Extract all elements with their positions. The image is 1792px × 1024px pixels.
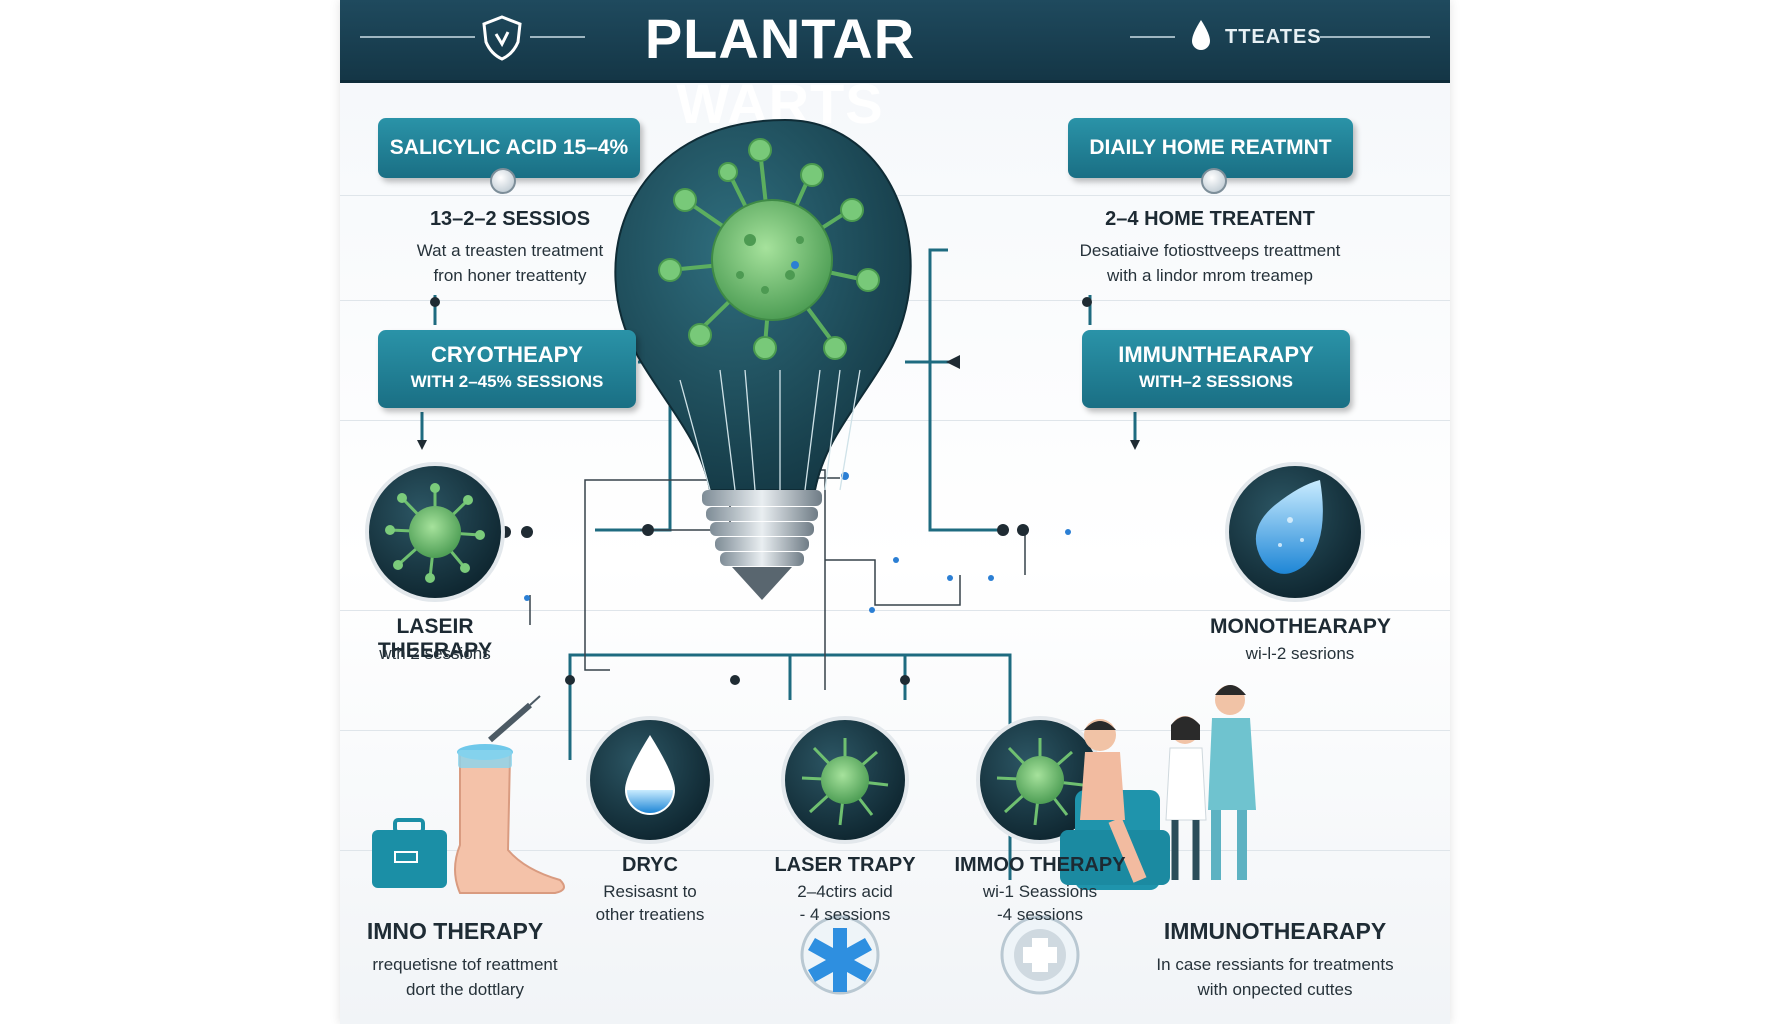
immunotherapy-label: IMMUNTHEARAPY WITH–2 SESSIONS bbox=[1082, 330, 1350, 408]
right-desc-2: with a lindor mrom treamep bbox=[1107, 266, 1313, 285]
bottom-item-heading: DRYC bbox=[622, 854, 678, 876]
guide-line bbox=[340, 730, 1450, 731]
guide-line bbox=[340, 850, 1450, 851]
right-heading: 2–4 HOME TREATENT bbox=[1105, 208, 1315, 230]
immunotherapy-subtitle: WITH–2 SESSIONS bbox=[1139, 372, 1293, 391]
cryotherapy-subtitle: WITH 2–45% SESSIONS bbox=[410, 372, 604, 391]
foot-syringe-icon bbox=[372, 695, 565, 894]
salicylic-acid-label: SALICYLIC ACID 15–4% bbox=[378, 118, 640, 178]
connector-diagram bbox=[365, 118, 1365, 995]
left-desc-1: Wat a treasten treatment bbox=[416, 241, 604, 260]
imno-therapy-desc-1: rrequetisne tof reattment bbox=[372, 955, 558, 974]
bottom-item-heading: LASER TRAPY bbox=[774, 854, 916, 876]
laser-therapy-desc: wth 2 sessions bbox=[379, 644, 491, 663]
right-desc-1: Desatiaive fotiosttveeps treattment bbox=[1079, 241, 1341, 260]
droplet-icon bbox=[1192, 20, 1210, 50]
doctor-patient-icon bbox=[1060, 685, 1256, 890]
header-banner: PLANTAR WARTS TTEATES bbox=[340, 0, 1450, 135]
virus-icon bbox=[781, 716, 909, 844]
connector-knob bbox=[1201, 168, 1227, 194]
imno-therapy-heading: IMNO THERAPY bbox=[366, 918, 544, 944]
monotherapy-desc: wi-l-2 sesrions bbox=[1245, 644, 1355, 663]
water-drop-icon bbox=[586, 716, 714, 844]
guide-line bbox=[340, 420, 1450, 421]
header-rule bbox=[1130, 36, 1175, 38]
immunotherapy-bottom-desc-1: In case ressiants for treatments bbox=[1156, 955, 1394, 974]
water-drop-icon bbox=[1225, 462, 1365, 602]
virus-icon bbox=[365, 462, 505, 602]
header-rule bbox=[1320, 36, 1430, 38]
shield-icon bbox=[482, 15, 522, 61]
bottom-item-desc-2: -4 sessions bbox=[997, 905, 1083, 924]
medical-star-icon bbox=[800, 915, 880, 995]
connector-knob bbox=[490, 168, 516, 194]
immunotherapy-bottom-heading: IMMUNOTHEARAPY bbox=[1163, 918, 1387, 944]
bottom-item-desc-1: 2–4ctirs acid bbox=[797, 882, 893, 901]
cryotherapy-label: CRYOTHEAPY WITH 2–45% SESSIONS bbox=[378, 330, 636, 408]
immunotherapy-bottom-desc-2: with onpected cuttes bbox=[1197, 980, 1353, 999]
cryotherapy-title: CRYOTHEAPY bbox=[431, 342, 583, 367]
guide-line bbox=[340, 610, 1450, 611]
plus-badge-icon bbox=[1000, 915, 1080, 995]
daily-home-treatment-label: DIAILY HOME REATMNT bbox=[1068, 118, 1353, 178]
lightbulb-virus-icon bbox=[614, 118, 912, 600]
bottom-item-desc-1: Resisasnt to bbox=[603, 882, 697, 901]
header-subtitle: TTEATES bbox=[1225, 26, 1322, 48]
monotherapy-heading: MONOTHEARAPY bbox=[1210, 615, 1391, 638]
header-rule bbox=[360, 36, 475, 38]
bottom-item-desc-2: - 4 sessions bbox=[799, 905, 891, 924]
bottom-item-heading: IMMOO THERAPY bbox=[954, 854, 1126, 876]
bottom-item-desc-1: wi-1 Seassions bbox=[982, 882, 1098, 901]
bottom-item-desc-2: other treatiens bbox=[595, 905, 705, 924]
header-rule bbox=[530, 36, 585, 38]
left-desc-2: fron honer treattenty bbox=[433, 266, 587, 285]
laser-therapy-heading: LASEIR THEERAPY bbox=[377, 615, 493, 662]
left-heading: 13–2–2 SESSIOS bbox=[429, 208, 591, 230]
imno-therapy-desc-2: dort the dottlary bbox=[405, 980, 525, 999]
infographic-poster: PLANTAR WARTS TTEATES bbox=[340, 0, 1450, 1024]
immunotherapy-title: IMMUNTHEARAPY bbox=[1118, 342, 1314, 367]
